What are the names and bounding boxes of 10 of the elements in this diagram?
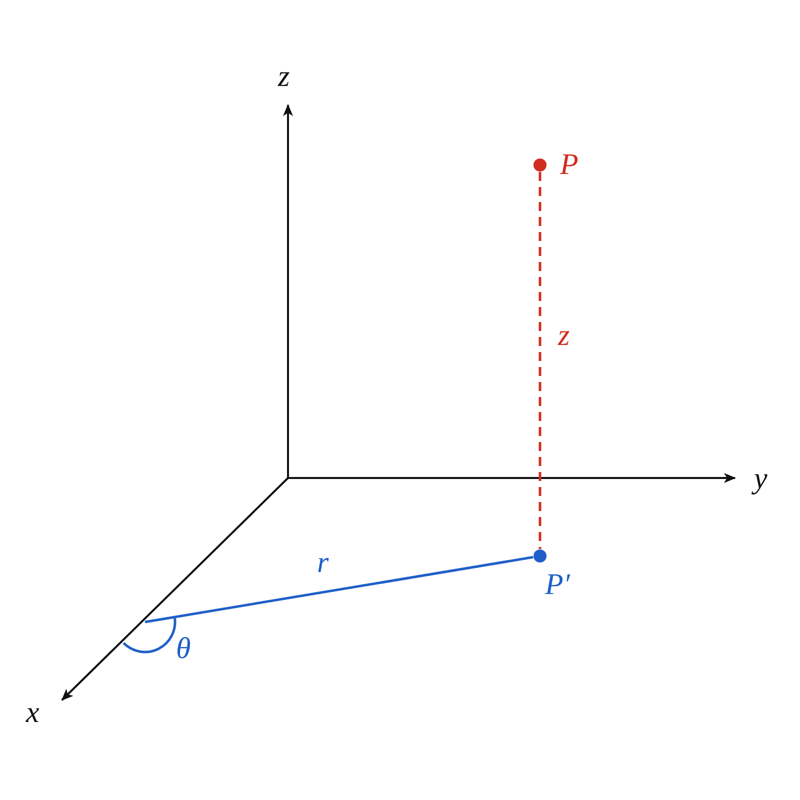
line (144, 556, 534, 624)
angle-label: θ (176, 634, 191, 664)
point-label: P′ (545, 570, 570, 600)
edge-label: r (317, 548, 329, 578)
edge-label: z (558, 320, 570, 350)
axis-label: x (26, 698, 40, 728)
dashed-line (538, 172, 542, 549)
axis-label: z (278, 62, 290, 92)
axis-label: y (754, 464, 768, 494)
point-label: P (560, 150, 578, 180)
